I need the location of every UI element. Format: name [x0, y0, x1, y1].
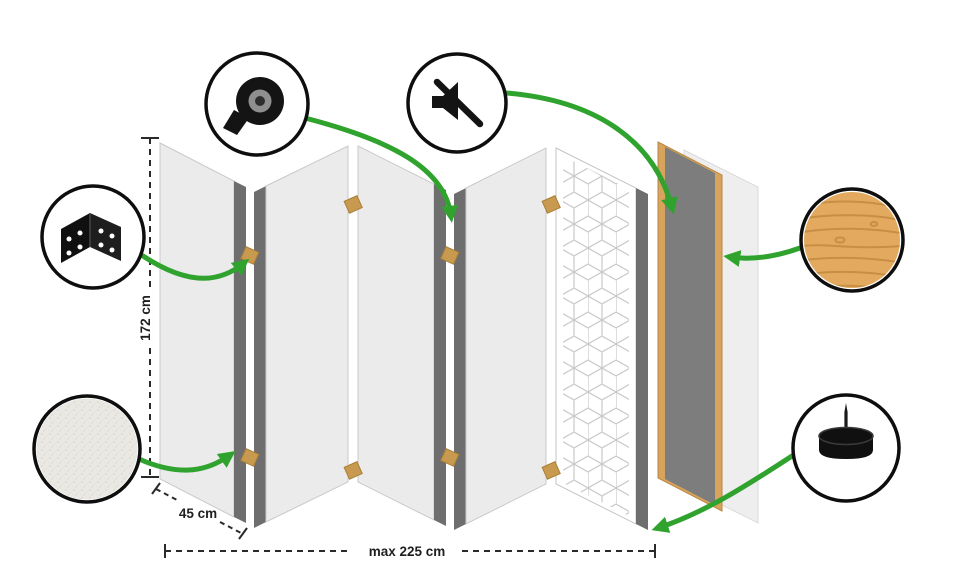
- wood-grain-lines: [804, 200, 900, 288]
- callout-canvas: [32, 394, 142, 504]
- panel-5-edge: [636, 188, 648, 530]
- foot-pad-icon: [818, 403, 874, 459]
- arrow-foot-to-base: [651, 453, 795, 533]
- panel-width-dim-line: [155, 488, 178, 501]
- hinge-connector: [240, 448, 260, 467]
- panel-width-dim-tick: [151, 482, 161, 495]
- panel-3-face: [357, 145, 435, 521]
- arrow-hinge-to-panel: [140, 253, 250, 281]
- hinge-connector: [440, 448, 460, 467]
- muted-speaker-icon: [432, 78, 484, 128]
- hinge-connector: [343, 195, 363, 214]
- panel-2: [254, 145, 349, 528]
- arrow-mute-to-board: [503, 90, 678, 215]
- panel-2-edge: [254, 186, 266, 528]
- dark-board: [665, 147, 715, 505]
- callout-hinge: [40, 184, 146, 290]
- hinge-connector: [541, 195, 561, 214]
- callout-wood: [799, 187, 905, 293]
- framed-board: [657, 141, 723, 512]
- panel-width-dimension: [151, 482, 248, 540]
- total-width-label: max 225 cm: [369, 544, 446, 559]
- hinge-connector: [440, 246, 460, 265]
- panel-width-dim-line: [219, 521, 244, 535]
- room-divider: [159, 141, 759, 530]
- tape-roll-icon: [223, 77, 284, 135]
- callout-tape: [204, 51, 310, 157]
- canvas-texture-icon: [36, 398, 138, 500]
- panel-2-face: [265, 145, 349, 523]
- wood-texture-icon: [804, 192, 900, 288]
- dimensions: 172 cm 45 cm max 225 cm: [138, 137, 656, 559]
- hinge-connector: [541, 461, 561, 480]
- callouts: [32, 51, 905, 504]
- panel-4: [454, 147, 547, 530]
- arrow-tape-to-hinge: [302, 115, 459, 223]
- hinge-connector: [343, 461, 363, 480]
- hinges: [240, 195, 561, 480]
- arrow-wood-to-frame: [723, 245, 803, 267]
- hinge-icon: [61, 213, 121, 263]
- panel-width-dim-tick: [238, 527, 248, 540]
- panel-4-edge: [454, 188, 466, 530]
- panel-3-edge: [434, 184, 446, 526]
- arrow-canvas-to-panel: [136, 451, 236, 473]
- panel-1-edge: [234, 181, 246, 523]
- callout-foot: [791, 393, 901, 503]
- height-dimension-label: 172 cm: [138, 295, 153, 341]
- total-width-dimension: [164, 544, 656, 558]
- callout-arrows: [136, 90, 803, 533]
- panel-5-cube-pattern: [563, 156, 629, 516]
- callout-mute: [406, 52, 508, 154]
- panel-3: [357, 145, 446, 526]
- patterned-panel: [555, 147, 648, 530]
- panel-width-label: 45 cm: [179, 506, 217, 521]
- hinge-screw-holes: [66, 228, 115, 256]
- panel-4-face: [465, 147, 547, 525]
